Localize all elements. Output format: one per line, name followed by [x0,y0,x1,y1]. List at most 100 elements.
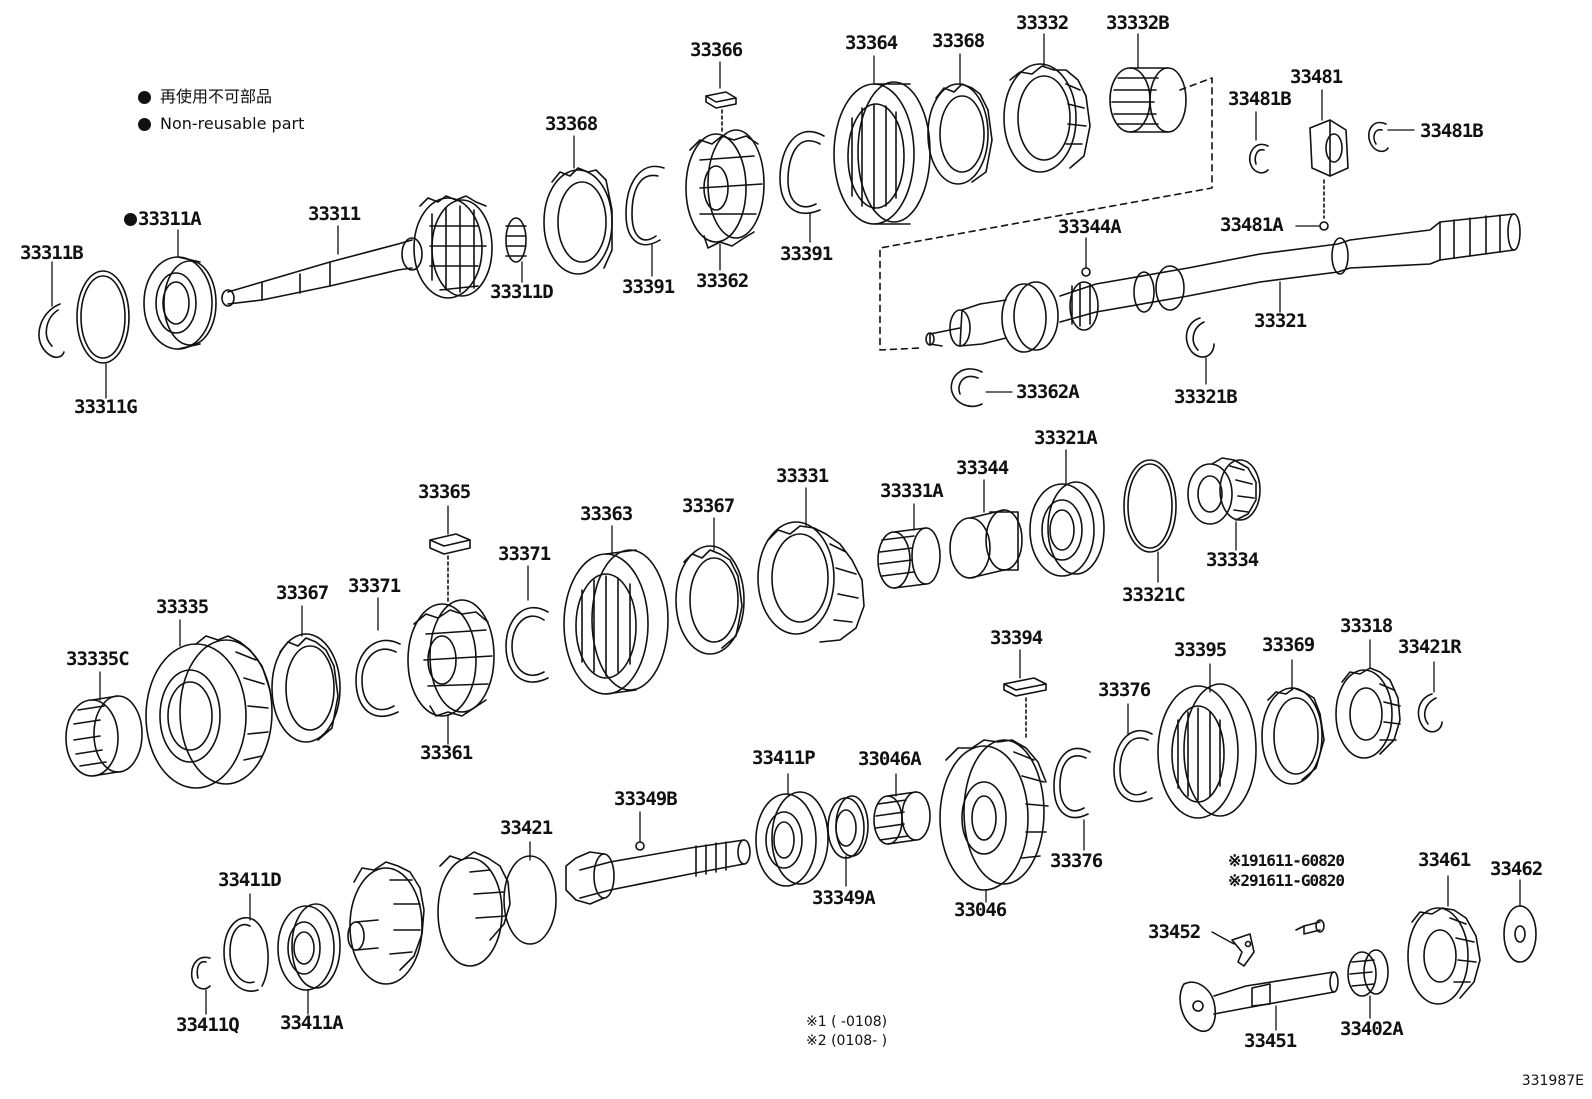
leader-lines [51,33,1521,1031]
bearing-33411A [277,903,341,991]
part-label-33365[interactable]: 33365 [418,481,471,503]
synchro-ring-33368-b [927,83,993,185]
shifting-key-33366 [705,91,737,135]
bolt-91611 [1295,919,1325,935]
snap-ring-33371-b [505,606,549,683]
part-label-33376-a[interactable]: 33376 [1098,679,1151,701]
output-shaft-33321 [925,213,1521,353]
part-label-33395[interactable]: 33395 [1174,639,1227,661]
needle-bearing-33335C [65,695,143,777]
snap-ring-33391-b [779,130,825,215]
part-label-33362A[interactable]: 33362A [1016,381,1080,403]
hub-sleeve-33362 [685,129,765,249]
part-label-33321A[interactable]: 33321A [1034,427,1098,449]
gear-33331 [757,521,865,643]
part-label-33461[interactable]: 33461 [1418,849,1471,871]
synchro-ring-33367-a [675,545,745,655]
part-label-33368-a[interactable]: 33368 [545,113,598,135]
part-label-33369[interactable]: 33369 [1262,634,1315,656]
snap-ring-33311B [38,303,65,359]
gear-33332 [1003,63,1091,173]
part-label-33391-a[interactable]: 33391 [622,276,675,298]
part-label-33311D[interactable]: 33311D [490,281,554,303]
part-label-33367-b[interactable]: 33367 [276,582,329,604]
snap-ring-33321B [1185,317,1215,358]
part-label-33364[interactable]: 33364 [845,32,898,54]
part-label-33452[interactable]: 33452 [1148,921,1201,943]
part-label-33331A[interactable]: 33331A [880,480,944,502]
legend-en-text: Non-reusable part [160,114,305,133]
part-label-33371-b[interactable]: 33371 [498,543,551,565]
needle-roller-33402A [1347,949,1389,997]
bearing-33321A [1029,481,1105,577]
part-label-33344[interactable]: 33344 [956,457,1009,479]
part-label-33311A[interactable]: 33311A [124,210,202,229]
applicability-note-2: ※2 (0108- ) [806,1033,888,1049]
snap-ring-33376-b [1113,729,1153,803]
part-label-33391-b[interactable]: 33391 [780,243,833,265]
part-label-33332B[interactable]: 33332B [1106,12,1170,34]
part-label-33361[interactable]: 33361 [420,742,473,764]
shifting-key-33365 [429,533,471,605]
part-label-33321B[interactable]: 33321B [1174,386,1238,408]
part-label-33411A[interactable]: 33411A [280,1012,344,1034]
non-reusable-marker-icon [124,213,137,226]
needle-roller-33311D [505,217,527,263]
part-label-33321[interactable]: 33321 [1254,310,1307,332]
part-label-33349A[interactable]: 33349A [812,887,876,909]
part-label-33335C[interactable]: 33335C [66,648,130,670]
part-label-33331[interactable]: 33331 [776,465,829,487]
non-reusable-marker-icon [138,90,151,104]
figure-id: 331987E [1521,1073,1584,1089]
part-label-33481B-right[interactable]: 33481B [1420,120,1484,142]
part-label-33311B[interactable]: 33311B [20,242,84,264]
part-label-33394[interactable]: 33394 [990,627,1043,649]
idler-shaft-33451 [1179,971,1339,1033]
nut-33481 [1309,119,1349,177]
part-label-33311G[interactable]: 33311G [74,396,138,418]
part-label-33371-a[interactable]: 33371 [348,575,401,597]
ring-33321C [1123,459,1177,553]
part-label-33311[interactable]: 33311 [308,203,361,225]
part-label-33367-a[interactable]: 33367 [682,495,735,517]
synchro-ring-33367-b [271,633,341,743]
part-label-33349B[interactable]: 33349B [614,788,678,810]
part-label-33481B-left[interactable]: 33481B [1228,88,1292,110]
gear-33334 [1187,457,1261,525]
snap-ring-33376-a [1053,747,1091,819]
synchro-ring-33368-a [543,167,613,275]
part-label-33362[interactable]: 33362 [696,270,749,292]
non-reusable-marker-icon [138,117,151,131]
part-label-33421[interactable]: 33421 [500,817,553,839]
part-label-33366[interactable]: 33366 [690,39,743,61]
lock-plate-33452 [1231,933,1255,967]
part-label-33376-b[interactable]: 33376 [1050,850,1103,872]
part-label-33411Q[interactable]: 33411Q [176,1014,240,1036]
part-label-33402A[interactable]: 33402A [1340,1018,1404,1040]
part-label-33334[interactable]: 33334 [1206,549,1259,571]
needle-bearing-33046A [873,791,931,845]
part-label-33451[interactable]: 33451 [1244,1030,1297,1052]
part-label-33481[interactable]: 33481 [1290,66,1343,88]
part-label-33335[interactable]: 33335 [156,596,209,618]
part-label-33368-b[interactable]: 33368 [932,30,985,52]
snap-ring-33411D [223,917,269,992]
snap-ring-33411Q [190,956,211,990]
part-label-33321C[interactable]: 33321C [1122,584,1186,606]
part-label-33481A[interactable]: 33481A [1220,214,1284,236]
part-label-bolt-91611-60820[interactable]: ※191611-60820 [1228,851,1345,870]
part-label-33411D[interactable]: 33411D [218,869,282,891]
part-label-33421R[interactable]: 33421R [1398,636,1462,658]
shifting-key-33394 [1003,677,1047,741]
part-label-bolt-91611-G0820[interactable]: ※291611-G0820 [1228,871,1345,890]
part-label-33332[interactable]: 33332 [1016,12,1069,34]
part-label-33046[interactable]: 33046 [954,899,1007,921]
part-label-33344A[interactable]: 33344A [1058,216,1122,238]
bearing-33411P [755,791,829,887]
part-label-33363[interactable]: 33363 [580,503,633,525]
part-label-33318[interactable]: 33318 [1340,615,1393,637]
part-label-33462[interactable]: 33462 [1490,858,1543,880]
part-label-33411P[interactable]: 33411P [752,747,816,769]
part-label-33046A[interactable]: 33046A [858,748,922,770]
